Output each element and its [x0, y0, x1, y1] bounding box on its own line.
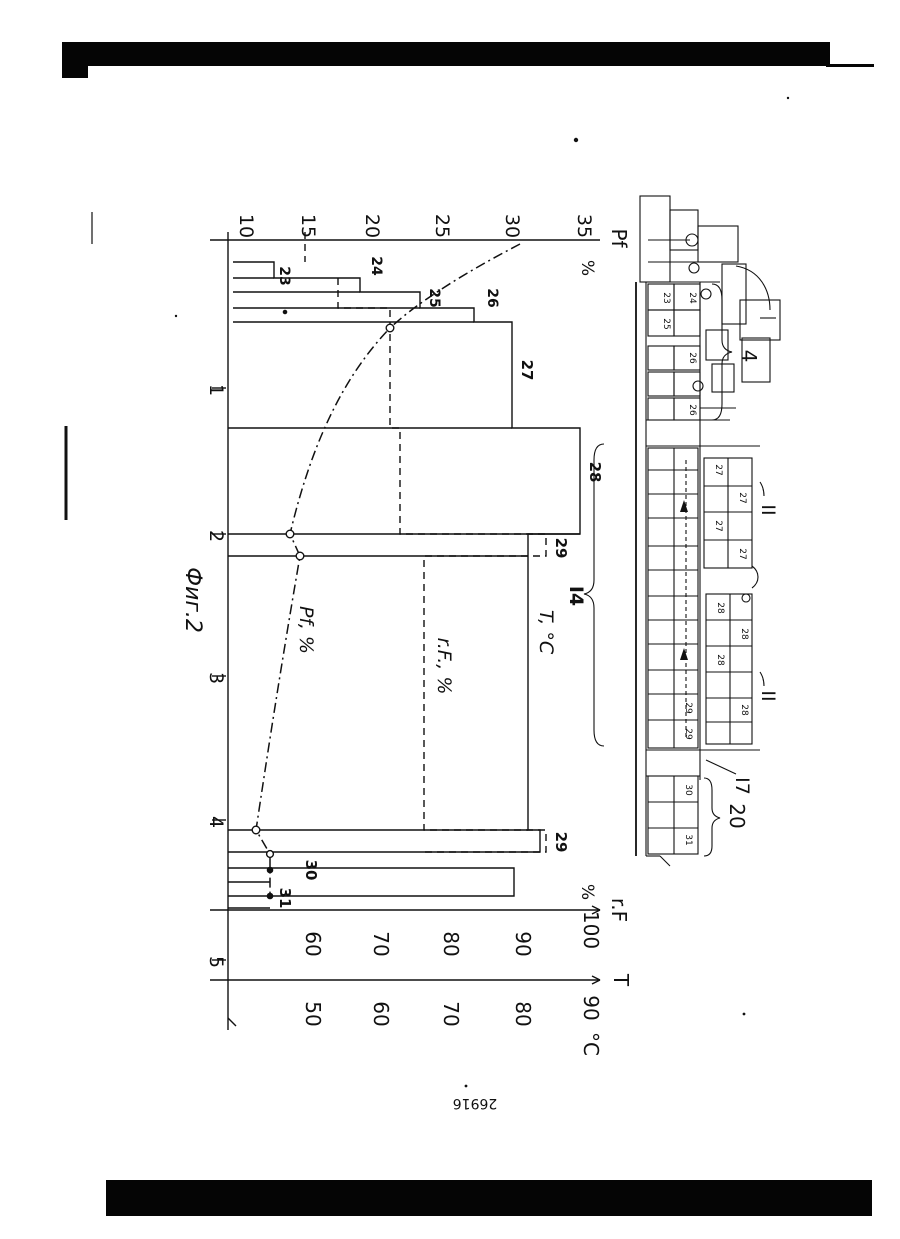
zone-number: 25 — [426, 288, 442, 307]
section-11-upper-label: II — [757, 504, 779, 515]
pf-moisture-curve — [252, 244, 520, 899]
pf-tick-label: 35 — [573, 214, 595, 238]
section-14-label: I4 — [565, 586, 587, 606]
cell-label: 27 — [713, 520, 723, 531]
time-tick-label: 2 — [205, 530, 227, 542]
leader-section-11-lower — [760, 672, 764, 686]
pf-tick-labels: 10 15 20 25 30 35 Pf % — [235, 214, 631, 276]
cell-label: 26 — [687, 352, 697, 364]
page-number: 26916 — [430, 1095, 520, 1111]
cell-label: 27 — [713, 464, 723, 475]
pf-tick-label: 20 — [361, 214, 383, 238]
cell-label: 25 — [661, 318, 671, 329]
cell-label: 29 — [683, 728, 693, 740]
rf-curve-label: r.F., % — [433, 638, 455, 695]
rf-axis-unit: % — [577, 884, 597, 900]
rf-tick-label: 80 — [439, 931, 463, 956]
section-11-upper-cells — [704, 458, 758, 588]
t-tick-label: 70 — [439, 1001, 463, 1026]
figure-caption: Фиг.2 — [180, 567, 205, 633]
rf-tick-label: 60 — [301, 931, 325, 956]
rf-tick-label: 70 — [369, 931, 393, 956]
cell-label: 30 — [683, 784, 693, 796]
pf-axis-label: Pf — [607, 228, 631, 248]
t-tick-label: 60 — [369, 1001, 393, 1026]
t-tick-label: 80 — [511, 1001, 535, 1026]
humidity-profile — [305, 232, 546, 852]
pf-axis-unit: % — [577, 260, 597, 276]
section-11-lower-cells — [706, 594, 752, 744]
leader-section-17 — [706, 760, 736, 774]
zone-number: 24 — [368, 256, 384, 276]
cell-label: 26 — [687, 404, 697, 416]
t-tick-label: 50 — [301, 1001, 325, 1026]
section-20-label: 20 — [725, 803, 749, 828]
bottom-scan-band — [106, 1180, 872, 1216]
time-tick-label: 3 — [205, 672, 227, 684]
flow-arrow-icon — [680, 648, 688, 660]
pf-tick-label: 15 — [297, 214, 319, 238]
rf-tick-labels: 60 70 80 90 100 % r.F — [301, 884, 631, 957]
plant-section-labels: 4 I4 II II I7 20 — [565, 350, 779, 829]
zone-number: 30 — [302, 860, 320, 881]
cell-label: 27 — [737, 548, 747, 559]
t-curve-label: T, °C — [535, 610, 557, 655]
section-11-lower-label: II — [757, 690, 779, 701]
zone-number: 29 — [552, 832, 570, 853]
cell-label: 27 — [737, 492, 747, 503]
zone-number: 31 — [276, 888, 294, 909]
cell-label: 28 — [715, 602, 725, 614]
curve-labels: Pf, % r.F., % T, °C Фиг.2 — [180, 567, 557, 694]
cell-label: 28 — [739, 704, 749, 716]
t-axis-label: T — [609, 973, 633, 987]
rf-tick-label: 90 — [511, 931, 535, 956]
t-axis — [210, 976, 600, 1026]
t-tick-labels: 50 60 70 80 90 °C T — [301, 973, 633, 1056]
cell-label: 29 — [683, 702, 693, 714]
rf-axis-label: r.F — [607, 898, 631, 922]
leader-section-11-upper — [760, 482, 764, 496]
time-tick-label: 5 — [205, 956, 227, 968]
zone-number: 23 — [276, 266, 292, 285]
brace-section-20 — [704, 778, 720, 856]
section-17-label: I7 — [731, 777, 753, 795]
zone-number-labels: 23 24 25 26 27 28 29 29 30 31 — [276, 256, 604, 908]
pf-tick-label: 30 — [501, 214, 523, 238]
zone-number: 26 — [484, 288, 500, 307]
cell-label: 31 — [683, 834, 693, 845]
scan-marks — [66, 97, 789, 1088]
time-tick-labels: 1 2 3 4 5 — [205, 384, 227, 968]
rf-axis — [210, 906, 600, 914]
cell-label: 24 — [687, 292, 697, 304]
time-tick-label: 1 — [205, 384, 227, 396]
pf-tick-label: 25 — [431, 214, 453, 238]
process-diagram: 10 15 20 25 30 35 Pf % 1 2 3 4 5 — [180, 214, 633, 1056]
rf-tick-label: 100 — [579, 911, 603, 949]
zone-number: 29 — [552, 538, 570, 559]
flow-arrow-icon — [680, 500, 688, 512]
zone-number: 27 — [518, 360, 536, 381]
zone-number: 28 — [586, 462, 604, 483]
cell-label: 28 — [739, 628, 749, 640]
pf-tick-label: 10 — [235, 214, 257, 238]
cell-label: 28 — [715, 654, 725, 666]
pf-curve-label: Pf, % — [295, 606, 317, 654]
section-4-label: 4 — [737, 350, 761, 363]
cell-label: 23 — [661, 292, 671, 303]
t-tick-label: 90 — [579, 995, 603, 1020]
time-tick-label: 4 — [205, 816, 227, 828]
brace-section-4 — [712, 284, 732, 420]
t-axis-unit: °C — [579, 1032, 603, 1056]
plant-schematic: 4 I4 II II I7 20 23 24 25 26 26 27 27 27… — [565, 196, 780, 866]
